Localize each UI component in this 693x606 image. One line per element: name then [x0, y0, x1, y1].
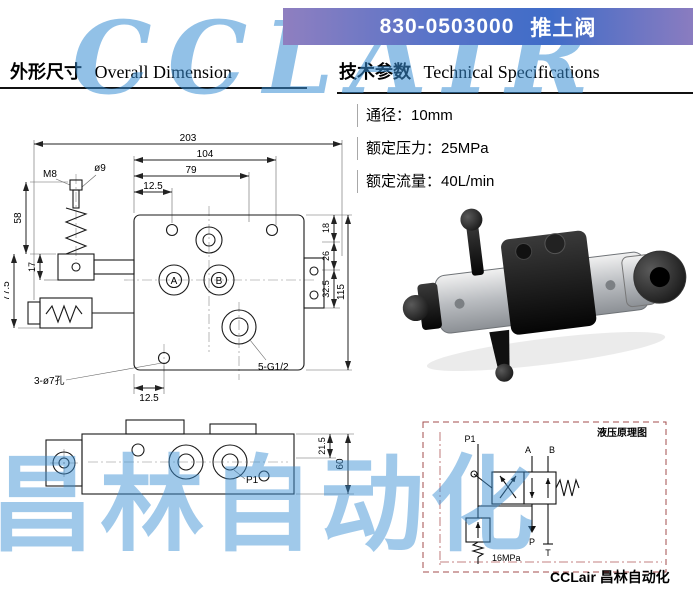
valve-body-outline — [27, 179, 325, 371]
extension-lines — [18, 140, 352, 394]
schematic-port-t: T — [545, 548, 551, 558]
dim-total-height: 115 — [336, 284, 347, 300]
schematic-border — [422, 421, 667, 573]
dimension-lines — [11, 141, 351, 391]
bottom-view-drawing: 21.5 60 P1 — [45, 419, 354, 495]
extension-lines — [233, 433, 354, 495]
specs-title-cn: 技术参数 — [339, 62, 411, 82]
product-model: 830-0503000 — [379, 14, 515, 38]
schematic-port-p1: P1 — [464, 434, 475, 444]
spec-value-flow: 40L/min — [441, 173, 495, 190]
footer-brand: CCLair 昌林自动化 — [550, 569, 670, 585]
label-ports-note: 5-G1/2 — [258, 362, 289, 373]
spec-row-flow: 额定流量：40L/min — [357, 170, 494, 193]
dim-bottom-offset: 12.5 — [139, 393, 159, 404]
dim-58: 58 — [13, 212, 24, 224]
valve-photo-illustration — [402, 208, 687, 382]
label-stem-diameter: ø9 — [94, 163, 106, 174]
schematic-port-a: A — [525, 445, 531, 455]
centerlines — [50, 449, 288, 477]
label-port-a: A — [171, 276, 178, 287]
centerlines — [75, 174, 316, 380]
dim-79: 79 — [185, 165, 197, 176]
label-port-b: B — [216, 276, 223, 287]
section-title-specs: 技术参数 Technical Specifications — [339, 58, 600, 84]
spec-label-flow: 额定流量： — [366, 173, 442, 190]
divider-specs — [337, 92, 693, 94]
spec-label-diameter: 通径： — [366, 107, 412, 124]
product-photo — [402, 208, 687, 382]
schematic-axis-lines — [439, 432, 662, 566]
spec-value-pressure: 25MPa — [441, 140, 489, 157]
dim-top-offset: 12.5 — [143, 181, 163, 192]
header-bar: 830-0503000 推土阀 — [283, 8, 693, 45]
dim-32-5: 32.5 — [321, 280, 331, 298]
schematic-port-p: P — [529, 537, 535, 547]
section-title-dimension: 外形尺寸 Overall Dimension — [10, 58, 232, 84]
dim-17: 17 — [27, 262, 37, 272]
schematic-relief-pressure: 16MPa — [492, 553, 521, 563]
spec-label-pressure: 额定压力： — [366, 140, 442, 157]
dim-60: 60 — [335, 458, 346, 470]
hydraulic-schematic: 液压原理图 P1 A B P T 16MPa — [422, 421, 667, 573]
divider-dimension — [0, 87, 307, 89]
schematic-title: 液压原理图 — [597, 426, 647, 439]
dim-21-5: 21.5 — [317, 437, 327, 455]
product-name: 推土阀 — [530, 16, 597, 40]
dimension-title-cn: 外形尺寸 — [10, 62, 82, 82]
schematic-port-b: B — [549, 445, 555, 455]
dim-18: 18 — [321, 223, 331, 233]
schematic-circuit — [465, 444, 580, 564]
dim-77-5: 77.5 — [4, 281, 12, 301]
dimension-lines — [327, 434, 351, 494]
specs-title-en: Technical Specifications — [423, 62, 600, 82]
main-dimension-drawing: 203 104 79 12.5 58 17 77.5 18 26 32.5 11… — [4, 133, 352, 404]
spec-value-diameter: 10mm — [411, 107, 453, 124]
dim-26: 26 — [321, 251, 331, 261]
body-outline — [45, 419, 295, 495]
label-port-p1: P1 — [246, 475, 259, 486]
label-holes-note: 3-ø7孔 — [34, 375, 65, 387]
spec-row-diameter: 通径：10mm — [357, 104, 494, 127]
spec-row-pressure: 额定压力：25MPa — [357, 137, 494, 160]
dim-total-width: 203 — [180, 133, 197, 144]
label-thread-m8: M8 — [43, 169, 57, 180]
dim-104: 104 — [197, 149, 214, 160]
spec-list: 通径：10mm 额定压力：25MPa 额定流量：40L/min — [357, 104, 494, 203]
dimension-title-en: Overall Dimension — [94, 62, 232, 82]
